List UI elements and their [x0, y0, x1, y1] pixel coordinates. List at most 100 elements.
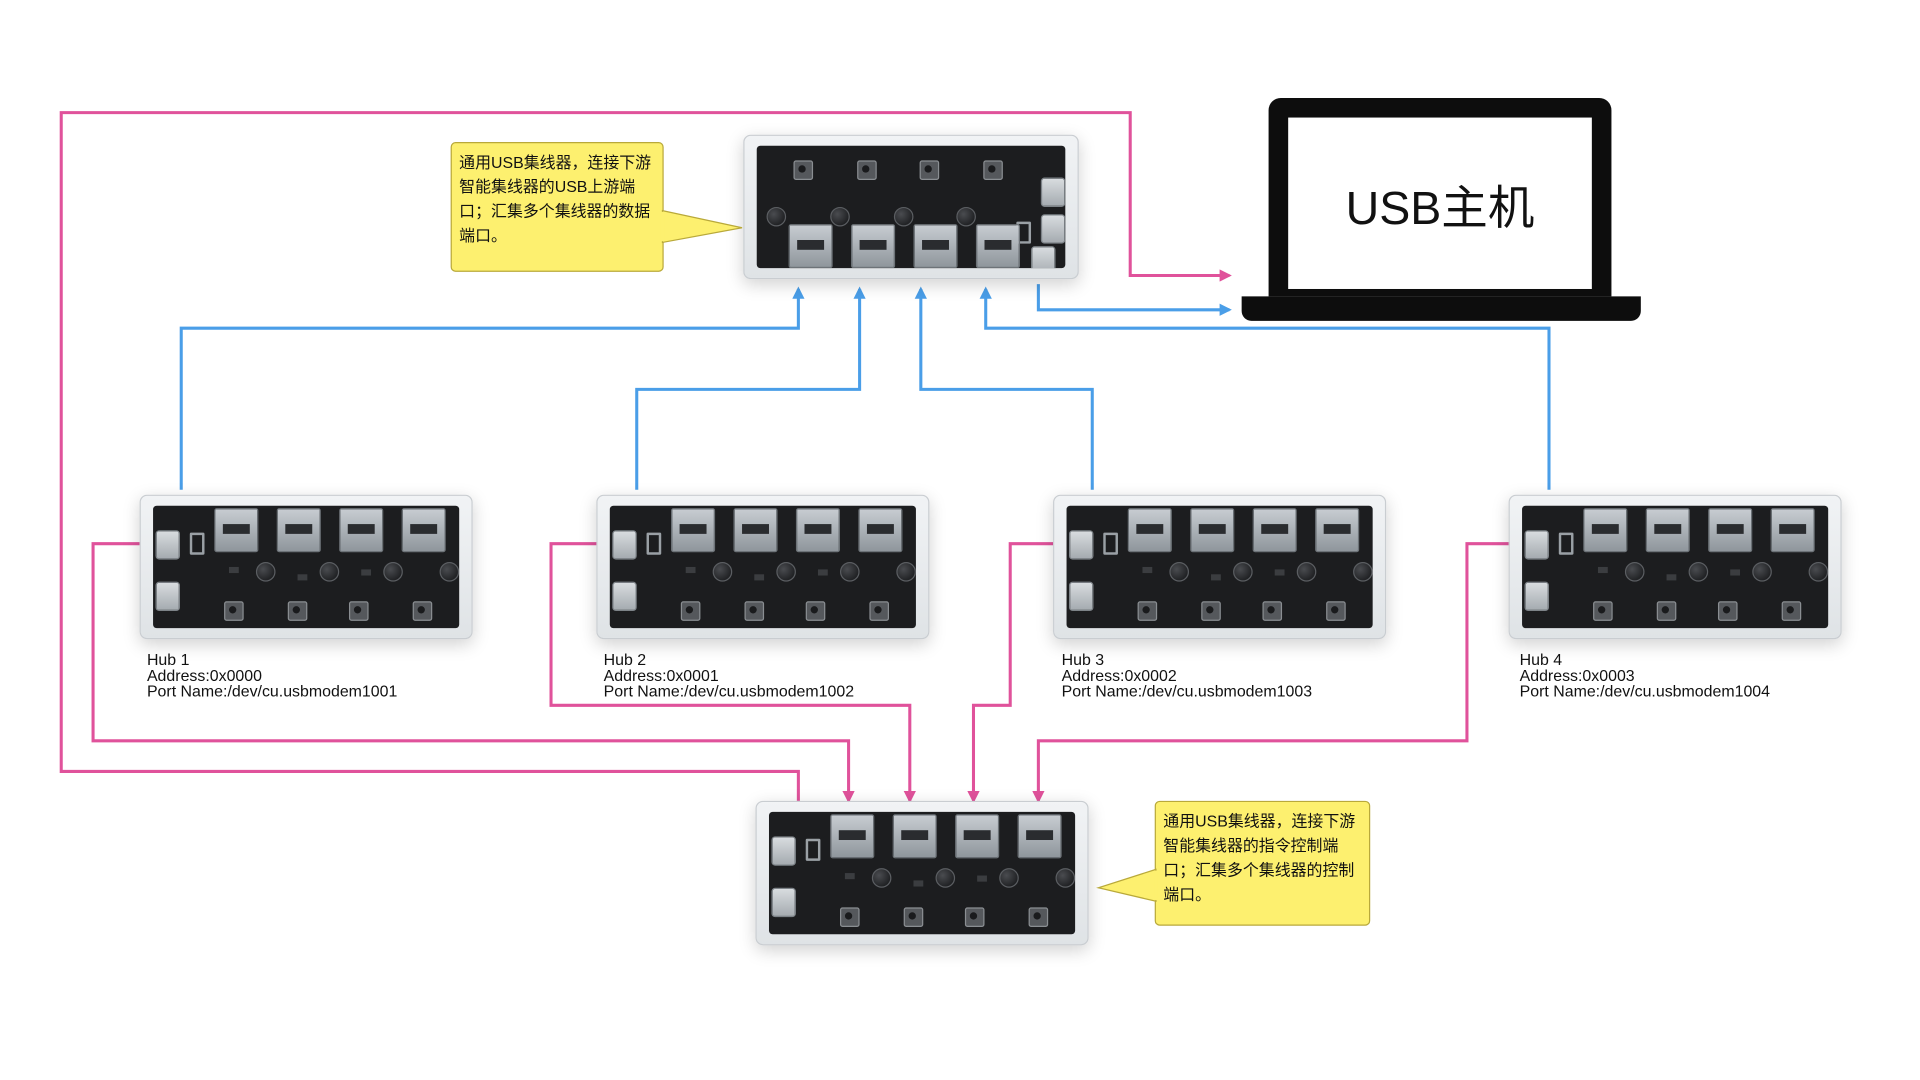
control-link-to-host: [59, 111, 1232, 801]
usb-a-port-icon: [401, 508, 446, 553]
usb-a-port-icon: [1252, 508, 1297, 553]
usb-c-port-icon: [155, 581, 181, 612]
usb-a-port-icon: [788, 224, 833, 269]
button-icon: [1028, 907, 1049, 927]
button-icon: [1201, 601, 1221, 621]
usb-host-laptop-icon: USB主机: [1241, 97, 1641, 321]
note-data-hub: 通用USB集线器，连接下游智能集线器的USB上游端口；汇集多个集线器的数据端口。: [450, 142, 664, 272]
usb-c-port-icon: [771, 887, 796, 918]
capacitor-icon: [766, 206, 787, 227]
capacitor-icon: [830, 206, 850, 227]
button-icon: [1656, 601, 1677, 621]
hub-port-name: Port Name:/dev/cu.usbmodem1004: [1519, 682, 1771, 701]
usb-a-port-icon: [795, 508, 841, 553]
laptop-screen: USB主机: [1268, 97, 1612, 297]
button-icon: [287, 601, 308, 621]
hub-port-name: Port Name:/dev/cu.usbmodem1003: [1061, 682, 1313, 701]
capacitor-icon: [1055, 868, 1076, 888]
hub-address: Address:0x0000: [146, 666, 262, 685]
data-link-hub1: [179, 286, 805, 490]
button-icon: [1326, 601, 1346, 621]
usb-c-port-icon: [1068, 581, 1094, 612]
smart-hub-3: [1053, 494, 1387, 640]
capacitor-icon: [1624, 562, 1645, 582]
button-icon: [412, 601, 433, 621]
usb-c-port-icon: [1040, 214, 1066, 244]
chip-icon: [913, 880, 924, 887]
button-icon: [1781, 601, 1802, 621]
usb-a-port-icon: [1645, 508, 1690, 553]
chip-icon: [1730, 569, 1741, 576]
chip-icon: [1597, 566, 1608, 574]
usb-a-port-icon: [1583, 508, 1628, 553]
usb-a-port-icon: [733, 508, 778, 553]
status-display-icon: [646, 532, 662, 555]
hub-1-caption: Hub 1 Address:0x0000 Port Name:/dev/cu.u…: [147, 651, 397, 699]
usb-a-port-icon: [1127, 508, 1172, 553]
usb-c-port-icon: [612, 530, 637, 560]
control-link-hub1: [91, 542, 855, 804]
button-icon: [1137, 601, 1158, 621]
usb-a-port-icon: [1017, 814, 1062, 859]
hub-2-caption: Hub 2 Address:0x0001 Port Name:/dev/cu.u…: [604, 651, 854, 699]
usb-a-port-icon: [892, 814, 937, 859]
capacitor-icon: [1808, 562, 1829, 582]
capacitor-icon: [840, 562, 860, 582]
hub-board: [768, 811, 1076, 935]
chip-icon: [297, 574, 308, 581]
data-link-hub2: [635, 286, 866, 490]
control-link-hub2: [549, 542, 916, 804]
capacitor-icon: [1296, 562, 1317, 582]
capacitor-icon: [1353, 562, 1373, 582]
hub-4-caption: Hub 4 Address:0x0003 Port Name:/dev/cu.u…: [1520, 651, 1770, 699]
chip-icon: [361, 569, 372, 576]
data-link-hub3: [914, 286, 1094, 490]
chip-icon: [844, 873, 855, 880]
usb-a-port-icon: [339, 508, 384, 553]
usb-c-port-icon: [1031, 246, 1056, 269]
data-link-to-host: [1036, 284, 1232, 316]
button-icon: [964, 907, 985, 927]
capacitor-icon: [1688, 562, 1709, 582]
button-icon: [1593, 601, 1613, 621]
usb-a-port-icon: [1190, 508, 1235, 553]
capacitor-icon: [439, 562, 460, 582]
usb-c-port-icon: [771, 836, 796, 866]
smart-hub-1: [139, 494, 473, 640]
usb-c-port-icon: [1524, 581, 1549, 612]
capacitor-icon: [1169, 562, 1189, 582]
button-icon: [903, 907, 924, 927]
capacitor-icon: [319, 562, 340, 582]
chip-icon: [754, 574, 765, 581]
capacitor-icon: [776, 562, 796, 582]
usb-a-port-icon: [830, 814, 875, 859]
button-icon: [744, 601, 765, 621]
capacitor-icon: [896, 562, 916, 582]
usb-a-port-icon: [214, 508, 259, 553]
chip-icon: [228, 566, 239, 574]
usb-a-port-icon: [1770, 508, 1815, 553]
usb-c-port-icon: [1040, 177, 1066, 207]
chip-icon: [1142, 566, 1153, 574]
upstream-control-hub: [755, 800, 1089, 946]
data-link-hub4: [979, 286, 1551, 490]
button-icon: [793, 160, 814, 181]
status-display-icon: [189, 532, 205, 555]
button-icon: [805, 601, 826, 621]
hub-name: Hub 2: [603, 650, 647, 669]
chip-icon: [685, 566, 696, 574]
capacitor-icon: [255, 562, 276, 582]
usb-a-port-icon: [1708, 508, 1753, 553]
host-label: USB主机: [1345, 183, 1535, 235]
button-icon: [840, 907, 860, 927]
control-link-hub3: [967, 542, 1054, 804]
capacitor-icon: [383, 562, 403, 582]
button-icon: [1717, 601, 1738, 621]
usb-a-port-icon: [975, 224, 1021, 269]
note-text: 通用USB集线器，连接下游智能集线器的USB上游端口；汇集多个集线器的数据端口。: [459, 153, 652, 245]
button-icon: [919, 160, 940, 181]
usb-a-port-icon: [913, 224, 958, 269]
hub-board: [609, 505, 916, 629]
hub-name: Hub 3: [1061, 650, 1105, 669]
